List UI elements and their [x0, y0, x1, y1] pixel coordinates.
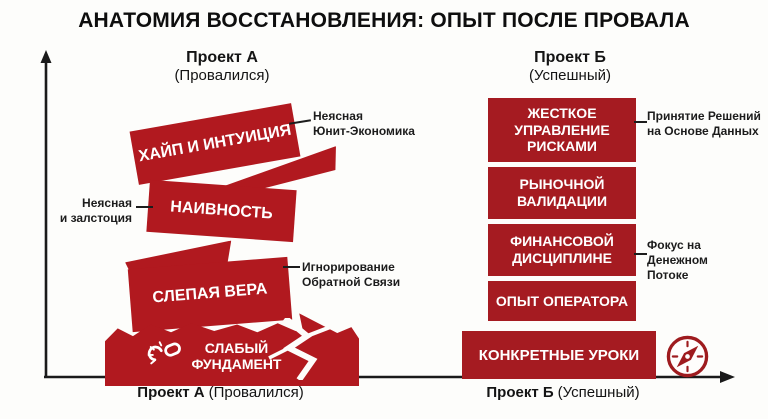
right-tower: ЖЕСТКОЕ УПРАВЛЕНИЕ РИСКАМИ РЫНОЧНОЙ ВАЛИ…: [488, 98, 636, 321]
annotation-connector: [283, 266, 300, 268]
block-risk-management: ЖЕСТКОЕ УПРАВЛЕНИЕ РИСКАМИ: [488, 98, 636, 162]
left-header-subtitle: (Провалился): [174, 67, 270, 85]
annotation-unclear: Неясная и залстоция: [59, 196, 132, 225]
weak-foundation-label: СЛАБЫЙ ФУНДАМЕНТ: [191, 339, 282, 372]
x-axis-label-project-a: Проект А(Провалился): [118, 384, 323, 401]
page-title: АНАТОМИЯ ВОССТАНОВЛЕНИЯ: ОПЫТ ПОСЛЕ ПРОВ…: [78, 9, 690, 32]
right-tower-header: Проект Б (Успешный): [460, 49, 680, 85]
x-axis-label-project-b: Проект Б(Успешный): [458, 384, 668, 401]
compass-icon: [666, 335, 709, 378]
axis-label-status: (Провалился): [208, 384, 304, 401]
axis-label-name: Проект Б: [486, 384, 554, 401]
right-header-title: Проект Б: [534, 49, 606, 66]
annotation-cash-flow: Фокус на Денежном Потоке: [647, 238, 708, 282]
crack-icon: [268, 318, 334, 380]
right-header-subtitle: (Успешный): [529, 67, 611, 85]
x-axis-arrow-icon: [720, 371, 735, 383]
block-operator-experience: ОПЫТ ОПЕРАТОРА: [488, 281, 636, 321]
left-header-title: Проект А: [186, 49, 258, 66]
block-naivety: НАИВНОСТЬ: [146, 179, 297, 243]
annotation-connector: [136, 206, 153, 208]
annotation-connector: [634, 121, 647, 123]
axis-label-name: Проект А: [137, 384, 205, 401]
y-axis-arrow-icon: [40, 50, 52, 63]
block-concrete-lessons: КОНКРЕТНЫЕ УРОКИ: [462, 331, 656, 379]
block-financial-discipline: ФИНАНСОВОЙ ДИСЦИПЛИНЕ: [488, 224, 636, 276]
left-tower-header: Проект А (Провалился): [112, 49, 332, 85]
annotation-connector: [634, 253, 647, 255]
annotation-feedback-ignored: Игнорирование Обратной Связи: [302, 260, 401, 289]
block-market-validation: РЫНОЧНОЙ ВАЛИДАЦИИ: [488, 167, 636, 219]
broken-chain-icon: [147, 341, 181, 365]
annotation-data-decisions: Принятие Решений на Основе Данных: [647, 109, 761, 138]
annotation-unit-economics: Неясная Юнит-Экономика: [313, 109, 415, 138]
axis-label-status: (Успешный): [557, 384, 640, 401]
